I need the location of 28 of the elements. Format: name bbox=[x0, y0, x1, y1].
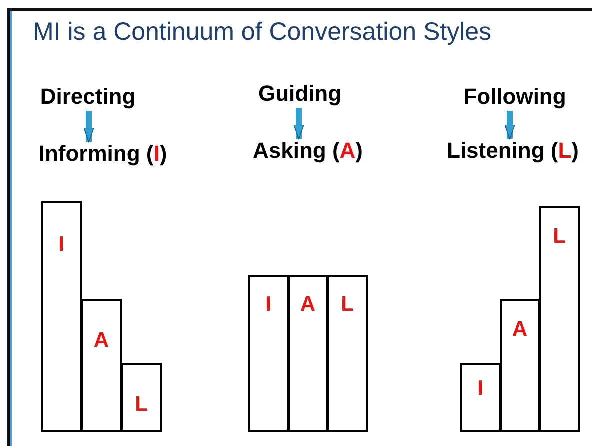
bar-letter: A bbox=[94, 329, 110, 353]
style-label: Guiding bbox=[258, 81, 342, 107]
bar-box bbox=[500, 299, 540, 432]
bar-box bbox=[121, 363, 162, 432]
bar-box bbox=[41, 201, 82, 432]
bar-letter: I bbox=[58, 233, 64, 257]
down-arrow bbox=[294, 108, 304, 140]
down-arrow bbox=[504, 111, 516, 140]
bar-box bbox=[248, 275, 289, 432]
bar-letter: I bbox=[266, 293, 272, 317]
bar-letter: L bbox=[341, 293, 354, 317]
style-label: Following bbox=[464, 84, 566, 110]
bar-letter: A bbox=[300, 293, 316, 317]
style-label: Asking (A) bbox=[253, 138, 363, 164]
style-label: Informing (I) bbox=[38, 141, 168, 167]
style-label: Listening (L) bbox=[447, 138, 579, 164]
bar-letter: L bbox=[553, 225, 566, 249]
style-label: Directing bbox=[40, 84, 136, 110]
bar-box bbox=[288, 275, 328, 432]
bar-box bbox=[327, 275, 368, 432]
bar-letter: L bbox=[135, 393, 148, 417]
down-arrow bbox=[84, 111, 94, 142]
bar-letter: I bbox=[478, 377, 484, 401]
slide-title: MI is a Continuum of Conversation Styles bbox=[33, 18, 492, 47]
bar-letter: A bbox=[512, 318, 528, 342]
bar-box bbox=[539, 206, 580, 432]
bar-box bbox=[460, 363, 501, 432]
bar-box bbox=[81, 299, 122, 432]
